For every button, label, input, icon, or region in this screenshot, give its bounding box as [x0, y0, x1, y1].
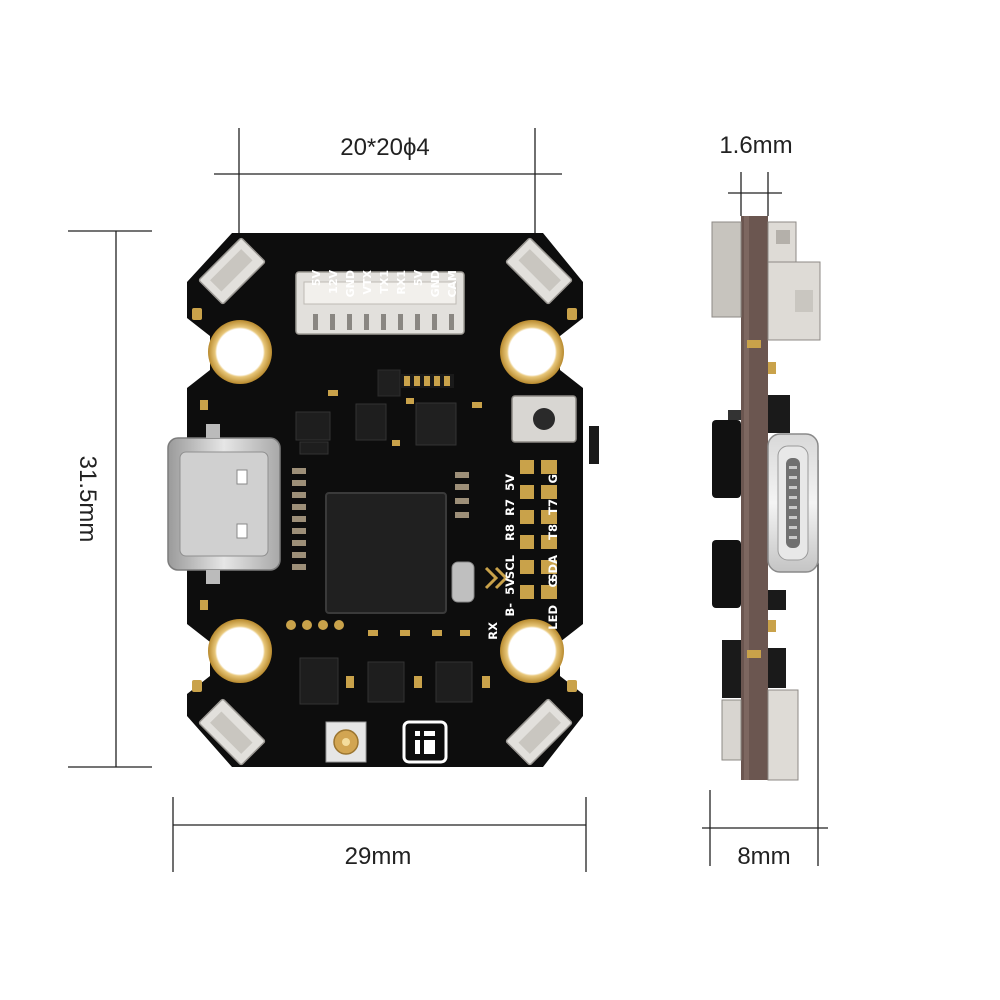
top-pin-labels: 5V 12V GND VTX TX1 RX1 5V GND CAM: [310, 269, 459, 297]
pin-label-6: RX1: [395, 270, 408, 295]
side-connector-top-left: [711, 221, 742, 318]
upper-components: [295, 369, 482, 455]
antenna-connector: [325, 721, 367, 763]
pin-label-3: GND: [344, 270, 357, 297]
pad-label-t8: T8: [546, 524, 560, 540]
board-front-view: 5V 12V GND VTX TX1 RX1 5V GND CAM: [167, 233, 599, 767]
pcb-thickness-label: 1.6mm: [719, 132, 792, 159]
corner-connector-tl: [198, 237, 266, 305]
boot-button: [511, 395, 599, 464]
dimension-lines-front: [68, 128, 587, 872]
pin-label-4: VTX: [361, 269, 374, 294]
pin-label-2: 12V: [327, 270, 340, 294]
usb-c-port: [167, 424, 281, 584]
height-label: 31.5mm: [74, 456, 101, 543]
pad-label-5v-a: 5V: [503, 474, 517, 491]
pin-label-9: CAM: [446, 270, 459, 298]
pad-label-sda: SDA: [546, 555, 560, 582]
pin-label-7: 5V: [412, 270, 425, 287]
side-usb-c-port: [767, 433, 819, 573]
mcu-chip: [325, 492, 447, 614]
pad-label-t7: T7: [546, 499, 560, 515]
side-component-bottom-left: [722, 640, 741, 698]
pad-label-g-a: G: [546, 474, 560, 483]
corner-connector-bl: [198, 698, 266, 766]
side-component-left-2: [712, 540, 741, 608]
corner-connector-tr: [505, 237, 573, 305]
lower-components: [299, 630, 490, 705]
rx-label: RX: [486, 622, 500, 640]
corner-connector-br: [505, 698, 573, 766]
side-edge-pads: [747, 340, 776, 658]
mounting-holes: [208, 320, 564, 683]
top-connector: [295, 271, 465, 335]
right-solder-pads: [484, 460, 557, 599]
pin-label-1: 5V: [310, 270, 323, 287]
test-points: [286, 620, 344, 630]
pad-label-led: LED: [546, 605, 560, 630]
pad-label-g-b: G: [546, 578, 560, 587]
side-component-left-1: [712, 420, 741, 498]
left-caps: [292, 468, 469, 570]
width-label: 29mm: [345, 843, 412, 870]
crystal: [451, 561, 475, 603]
hole-spacing-label: 20*20ϕ4: [340, 134, 430, 161]
pad-label-r7: R7: [503, 499, 517, 516]
pad-label-b-minus: B-: [503, 603, 517, 617]
board-side-view: [711, 216, 821, 781]
brand-logo: [402, 720, 448, 764]
corner-pads: [192, 308, 577, 692]
pin-label-8: GND: [429, 270, 442, 297]
depth-label: 8mm: [737, 843, 790, 870]
right-pad-labels: 5V G R7 T7 R8 T8 SCL SDA 5V G B- LED RX: [486, 474, 560, 640]
pin-label-5: TX1: [378, 270, 391, 294]
pad-label-scl: SCL: [503, 554, 517, 579]
pad-label-5v-b: 5V: [503, 578, 517, 595]
pad-label-r8: R8: [503, 524, 517, 541]
side-connector-bottom: [767, 689, 799, 781]
